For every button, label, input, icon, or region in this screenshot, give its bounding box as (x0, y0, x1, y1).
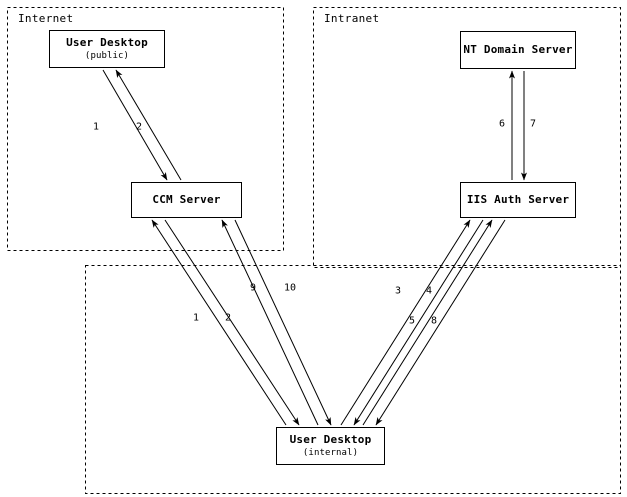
edge-label-e2: 2 (135, 121, 143, 133)
edge-label-e9: 9 (249, 282, 257, 294)
node-title-user-desktop-public: User Desktop (66, 36, 148, 49)
edge-arrow-e3 (340, 219, 471, 426)
node-subtitle-user-desktop-internal: (internal) (302, 448, 359, 458)
edge-arrow-e1b (151, 219, 287, 426)
node-user-desktop-internal: User Desktop (internal) (276, 427, 385, 465)
node-ccm-server: CCM Server (131, 182, 242, 218)
edge-arrow-e2b (164, 219, 300, 426)
edge-label-e10: 10 (283, 282, 297, 294)
edge-label-e7: 7 (529, 118, 537, 130)
zone-boundary-intranet (313, 7, 621, 268)
edge-label-e8: 8 (430, 315, 438, 327)
node-nt-domain-server: NT Domain Server (460, 31, 576, 69)
zone-boundary-internal-lan (85, 265, 621, 494)
edge-arrow-e5 (362, 219, 493, 426)
edge-label-e5: 5 (408, 315, 416, 327)
edge-arrows (102, 69, 527, 426)
edge-arrow-e1 (102, 69, 168, 181)
edge-label-e4: 4 (425, 285, 433, 297)
edge-label-e3: 3 (394, 285, 402, 297)
node-title-ccm-server: CCM Server (152, 193, 221, 206)
edge-label-e6: 6 (498, 118, 506, 130)
zone-label-internet: Internet (18, 12, 74, 25)
node-subtitle-user-desktop-public: (public) (84, 51, 130, 61)
edge-label-e1: 1 (92, 121, 100, 133)
zone-label-intranet: Intranet (324, 12, 380, 25)
edge-arrow-e2 (115, 69, 182, 181)
edge-arrow-e9 (221, 219, 319, 426)
edge-label-e2b: 2 (224, 312, 232, 324)
node-title-iis-auth-server: IIS Auth Server (466, 193, 570, 206)
edge-arrow-e10 (234, 219, 332, 426)
node-user-desktop-public: User Desktop (public) (49, 30, 165, 68)
node-iis-auth-server: IIS Auth Server (460, 182, 576, 218)
node-title-nt-domain-server: NT Domain Server (463, 43, 573, 56)
edge-label-e1b: 1 (192, 312, 200, 324)
node-title-user-desktop-internal: User Desktop (289, 433, 372, 446)
edge-arrow-e8 (375, 219, 506, 426)
edge-arrow-e4 (353, 219, 484, 426)
zone-boundaries (7, 7, 621, 494)
zone-boundary-internet (7, 7, 284, 251)
